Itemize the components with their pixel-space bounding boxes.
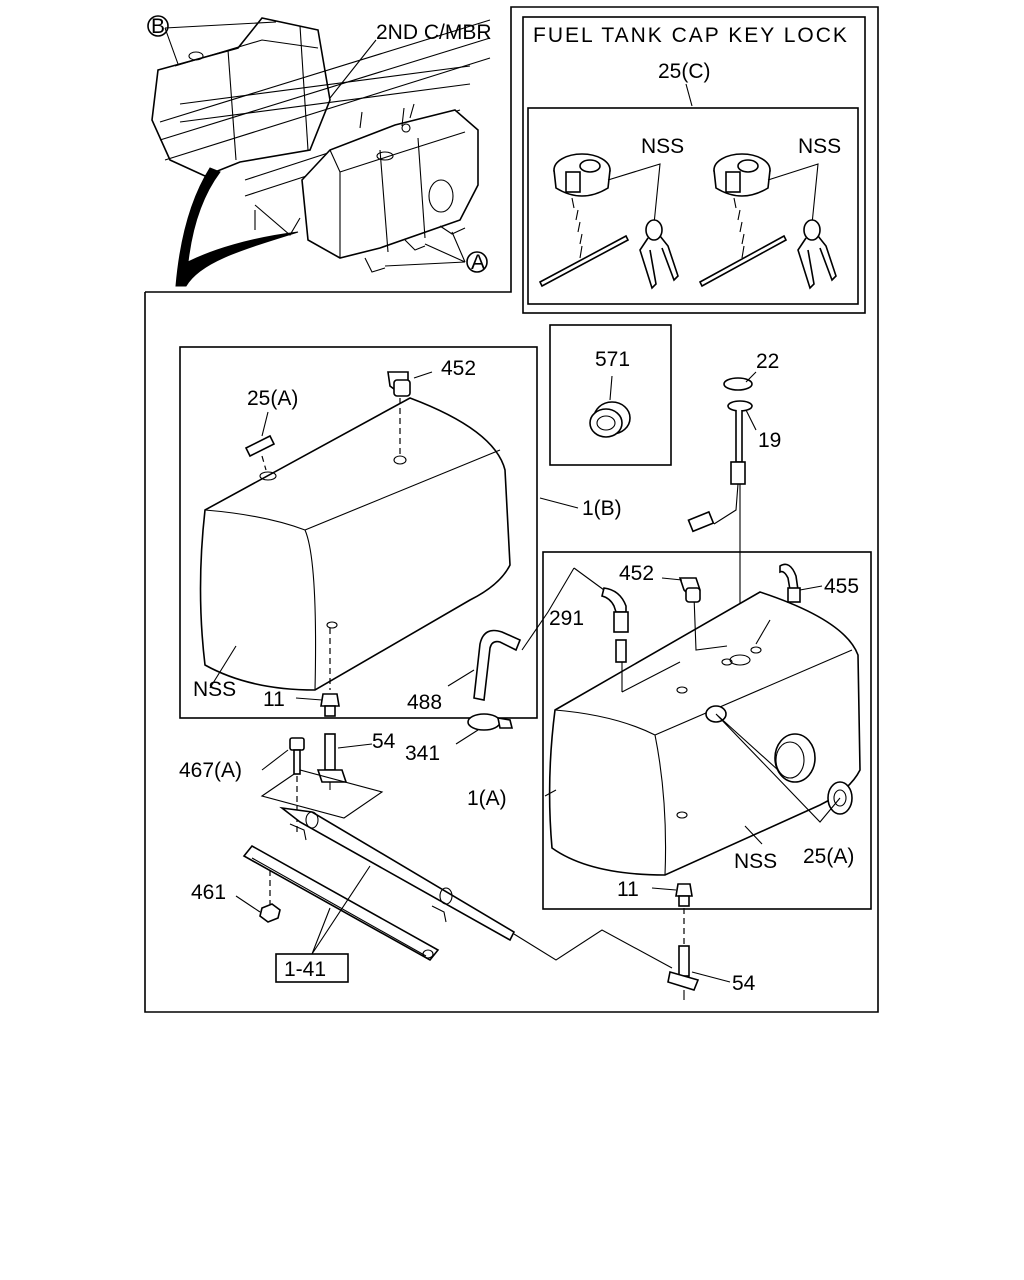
elbow-455	[779, 563, 801, 603]
drain-plug-11-left	[320, 628, 340, 717]
leader-11-left	[295, 697, 323, 701]
drain-plug-11-right	[675, 883, 693, 944]
key-lock-inset-frame	[522, 16, 866, 314]
label-nss-tank-b: NSS	[193, 678, 236, 701]
tank-a-frame	[542, 551, 872, 910]
label-455: 455	[824, 575, 859, 598]
leader-467a	[261, 749, 289, 771]
label-461: 461	[191, 881, 226, 904]
leader-22	[745, 371, 757, 383]
leader-461	[235, 895, 261, 913]
fuel-sender-unit	[687, 377, 753, 650]
tank-b-frame	[179, 346, 538, 719]
label-571: 571	[595, 348, 630, 371]
tank-a	[548, 591, 861, 876]
drain-cock-54-left	[316, 733, 348, 790]
hose-488	[473, 629, 522, 701]
label-488: 488	[407, 691, 442, 714]
connection-line	[513, 929, 673, 969]
clamp-341	[467, 713, 514, 731]
leader-19	[745, 409, 757, 431]
callout-b-label: B	[151, 15, 165, 38]
key-lock-cap-right	[698, 153, 837, 290]
label-1-41: 1-41	[284, 958, 326, 981]
label-nss-tank-a: NSS	[734, 850, 777, 873]
label-54-left: 54	[372, 730, 396, 753]
leader-455	[799, 585, 823, 591]
frames	[144, 6, 879, 1013]
leader-25a-bottom	[715, 713, 841, 823]
tank-b	[199, 397, 511, 691]
leader-1-41	[311, 865, 371, 955]
label-25a-top: 25(A)	[247, 387, 298, 410]
leader-54-right	[691, 971, 731, 983]
leader-1a	[544, 789, 557, 797]
cap-25a-top	[244, 434, 276, 471]
key-lock-detail-frame	[527, 107, 859, 305]
label-19: 19	[758, 429, 781, 452]
nut-461	[259, 903, 281, 923]
crossmember-label: 2ND C/MBR	[376, 21, 492, 44]
leader-452-mid	[661, 577, 683, 581]
label-467a: 467(A)	[179, 759, 242, 782]
leader-452-top	[413, 371, 433, 379]
leader-25a-top	[261, 411, 269, 437]
label-25a-bottom: 25(A)	[803, 845, 854, 868]
bolt-467a	[289, 737, 305, 832]
overview-tank-a	[301, 109, 479, 259]
leader-54-left	[337, 743, 373, 749]
label-341: 341	[405, 742, 440, 765]
vent-fitting-452-top	[387, 371, 411, 455]
nss-inset-left: NSS	[641, 135, 684, 158]
label-452-top: 452	[441, 357, 476, 380]
leader-1b	[539, 497, 579, 509]
leader-nss-tank-b	[209, 645, 237, 689]
drain-cock-54-right	[667, 945, 700, 1000]
label-1b: 1(B)	[582, 497, 622, 520]
key-lock-cap-left	[538, 153, 679, 290]
label-1a: 1(A)	[467, 787, 507, 810]
elbow-291	[601, 587, 629, 663]
inset-title: FUEL TANK CAP KEY LOCK	[533, 24, 849, 47]
callout-a-circle	[466, 251, 488, 273]
label-11-left: 11	[263, 688, 285, 711]
inset-ref: 25(C)	[658, 60, 711, 83]
label-54-right: 54	[732, 972, 756, 995]
grommet-frame	[549, 324, 672, 466]
vent-fitting-452-mid	[678, 577, 701, 603]
inset-ref-leader	[685, 83, 693, 107]
label-291: 291	[549, 607, 584, 630]
main-frame	[144, 6, 879, 1013]
nss-inset-right: NSS	[798, 135, 841, 158]
bracket-crossmember	[242, 806, 516, 962]
bracket-plate	[260, 769, 384, 819]
leader-341	[455, 729, 479, 745]
chassis-overview	[147, 15, 491, 287]
leader-nss-tank-a	[744, 825, 763, 845]
label-452-mid: 452	[619, 562, 654, 585]
label-22: 22	[756, 350, 779, 373]
leader-488	[447, 669, 475, 687]
label-11-right: 11	[617, 878, 639, 901]
grommet-571	[589, 375, 631, 438]
leader-11-right	[651, 887, 677, 891]
overview-arrow	[175, 167, 299, 287]
callout-a-label: A	[471, 251, 485, 274]
callout-b-circle	[147, 15, 169, 37]
leader-291-hose	[521, 567, 605, 651]
